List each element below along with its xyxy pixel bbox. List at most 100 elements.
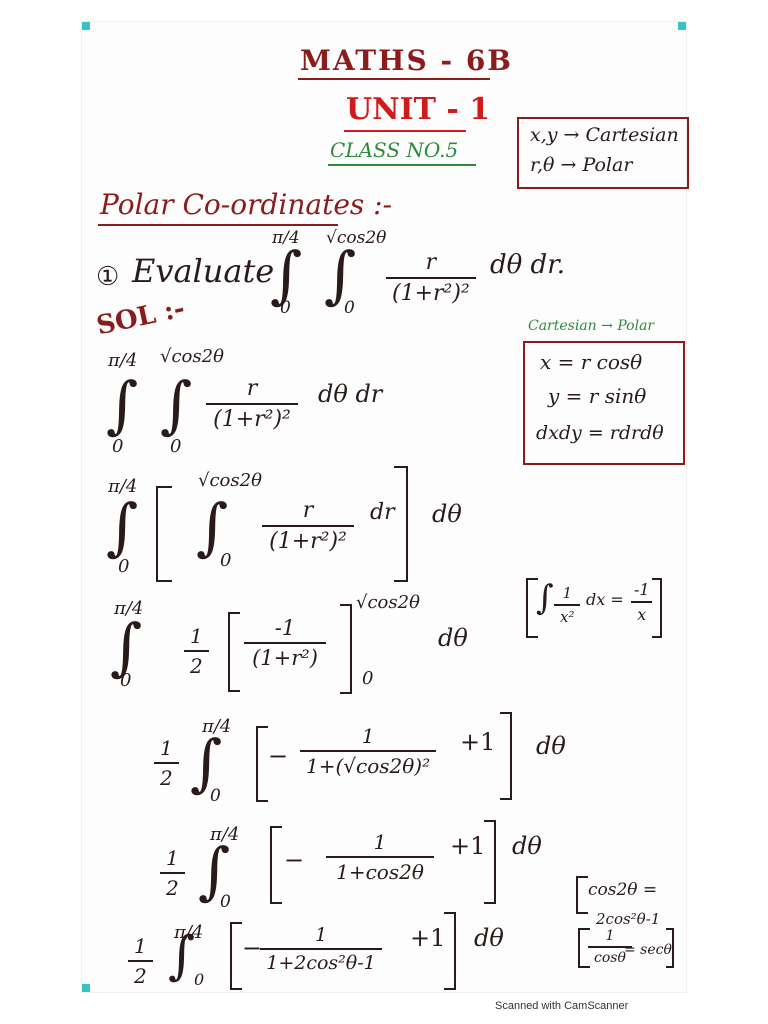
s3-upper: π/4 — [114, 598, 144, 619]
s1-inner-integral-icon: ∫ — [160, 368, 193, 441]
s6-num: 1 — [314, 924, 328, 946]
s3-den: (1+r²) — [244, 642, 326, 670]
s4-half-num: 1 — [160, 736, 173, 760]
trig-line1: cos2θ = — [588, 880, 658, 900]
s3-eval-lower: 0 — [362, 668, 374, 689]
s6-fraction: 1 1+2cos²θ-1 — [260, 924, 382, 974]
formula-num: 1 — [562, 584, 573, 602]
s5-num: 1 — [373, 830, 387, 854]
s2-upper-inner: √cos2θ — [198, 470, 262, 491]
s3-integral-icon: ∫ — [110, 610, 143, 683]
trig-line2: 2cos²θ-1 — [596, 910, 661, 928]
s2-upper-outer: π/4 — [108, 476, 138, 497]
s6-left-bracket — [230, 922, 242, 990]
s5-half: 1 2 — [160, 846, 185, 900]
s2-inner-differential: dr — [370, 500, 395, 525]
s4-fraction: 1 1+(√cos2θ)² — [300, 724, 437, 778]
formula-box-right — [652, 578, 662, 638]
problem-inner-integral-icon: ∫ — [324, 238, 357, 311]
s1-num: r — [246, 376, 258, 401]
s4-num: 1 — [361, 724, 375, 748]
formula-res-num: -1 — [634, 580, 650, 599]
s1-den: (1+r²)² — [206, 403, 298, 432]
problem-integrand: r (1+r²)² — [386, 250, 476, 306]
s1-outer-integral-icon: ∫ — [106, 368, 139, 441]
s3-half-num: 1 — [190, 624, 203, 648]
s4-integral-icon: ∫ — [190, 726, 223, 799]
unit-title: UNIT - 1 — [346, 92, 491, 127]
s6-differential: dθ — [474, 924, 504, 952]
conversion-line1: x = r cosθ — [540, 350, 643, 374]
s6-den: 1+2cos²θ-1 — [260, 948, 382, 974]
s4-half-den: 2 — [154, 762, 179, 790]
course-underline — [298, 78, 490, 80]
s5-minus: − — [284, 846, 305, 874]
trig-line3-den: cosθ — [588, 946, 632, 966]
s4-upper: π/4 — [202, 716, 232, 737]
s1-upper-outer: π/4 — [108, 350, 138, 371]
problem-inner-lower: 0 — [344, 298, 355, 318]
formula-box-left — [526, 578, 538, 638]
s3-right-bracket — [340, 604, 352, 694]
class-number: CLASS NO.5 — [330, 138, 459, 162]
s4-differential: dθ — [536, 732, 566, 760]
s5-half-den: 2 — [160, 872, 185, 900]
s6-plus-one: +1 — [410, 924, 446, 952]
conversion-box — [523, 341, 685, 465]
trig-line3-frac: 1 cosθ — [588, 928, 632, 966]
s3-num: -1 — [274, 616, 296, 640]
scan-corner-top-right — [678, 22, 686, 30]
scanned-page — [82, 22, 686, 992]
s1-fraction: r (1+r²)² — [206, 376, 298, 432]
s4-left-bracket — [256, 726, 268, 802]
s6-lower: 0 — [194, 970, 205, 989]
problem-outer-upper: π/4 — [272, 228, 300, 248]
scanner-watermark: Scanned with CamScanner — [495, 1000, 629, 1012]
s1-lower-outer: 0 — [112, 436, 124, 457]
problem-integrand-num: r — [425, 250, 437, 275]
s6-half-den: 2 — [128, 960, 153, 988]
trig-box-left-2 — [578, 928, 590, 968]
s4-right-bracket — [500, 712, 512, 800]
s5-upper: π/4 — [210, 824, 240, 845]
trig-line3-num: 1 — [605, 928, 615, 944]
s6-upper: π/4 — [174, 922, 204, 943]
s2-num: r — [302, 498, 314, 523]
s4-half: 1 2 — [154, 736, 179, 790]
problem-differentials: dθ dr. — [490, 250, 566, 280]
s2-right-bracket — [394, 466, 408, 582]
s3-half-den: 2 — [184, 650, 209, 678]
topic-underline — [98, 224, 338, 226]
s2-fraction: r (1+r²)² — [262, 498, 354, 554]
s6-half: 1 2 — [128, 934, 153, 988]
scan-corner-top-left — [82, 22, 90, 30]
formula-den: x² — [554, 604, 581, 626]
s2-inner-integral-icon: ∫ — [196, 490, 229, 563]
s6-half-num: 1 — [134, 934, 147, 958]
course-title: MATHS - 6B — [300, 44, 513, 77]
s4-den: 1+(√cos2θ)² — [300, 750, 437, 778]
conversion-line3: dxdy = rdrdθ — [536, 422, 664, 444]
s3-eval-upper: √cos2θ — [356, 592, 420, 613]
s5-right-bracket — [484, 820, 496, 904]
problem-outer-lower: 0 — [280, 298, 291, 318]
scan-corner-bottom-left — [82, 984, 90, 992]
s5-plus-one: +1 — [450, 832, 486, 860]
s2-outer-differential: dθ — [432, 500, 462, 528]
unit-underline — [344, 130, 466, 132]
coord-note-line1: x,y → Cartesian — [530, 124, 679, 146]
trig-box-right — [666, 928, 674, 968]
s6-right-bracket — [444, 912, 456, 990]
s5-fraction: 1 1+cos2θ — [326, 830, 434, 884]
trig-line3-eq: = secθ — [624, 942, 672, 958]
problem-number: ① — [96, 262, 120, 292]
s1-differential: dθ dr — [318, 380, 383, 408]
s3-left-bracket — [228, 612, 240, 692]
problem-verb: Evaluate — [132, 252, 275, 290]
s3-fraction: -1 (1+r²) — [244, 616, 326, 670]
s3-half: 1 2 — [184, 624, 209, 678]
s5-den: 1+cos2θ — [326, 856, 434, 884]
s2-lower-inner: 0 — [220, 550, 232, 571]
s4-plus-one: +1 — [460, 728, 496, 756]
s4-lower: 0 — [210, 786, 221, 806]
